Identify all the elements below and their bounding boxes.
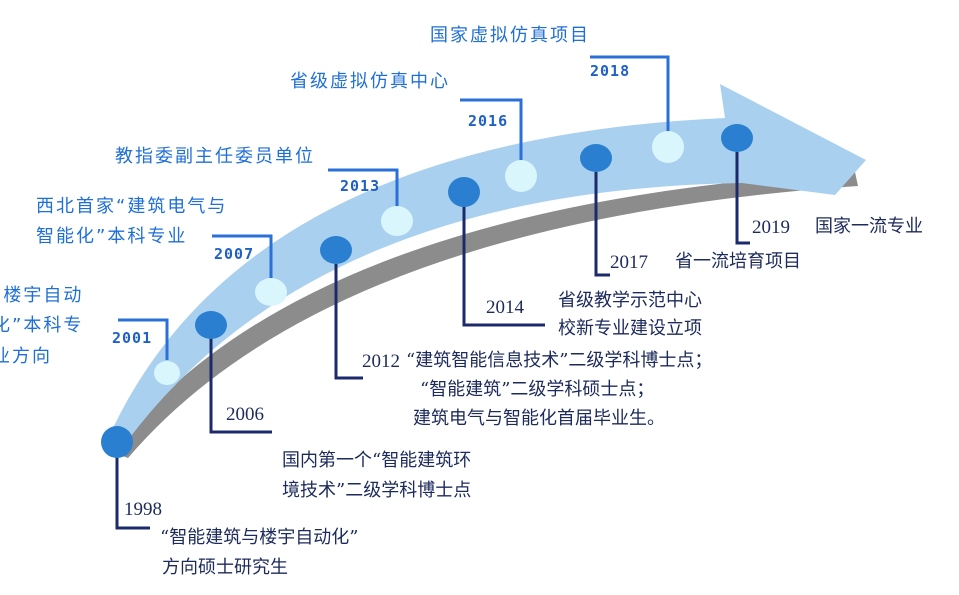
year-1998: 1998 <box>124 499 162 520</box>
connector-2016 <box>460 98 523 162</box>
connector-2012 <box>334 264 363 380</box>
connector-1998 <box>115 456 150 530</box>
year-2013: 2013 <box>340 177 381 195</box>
milestone-2018-line-1: 国家虚拟仿真项目 <box>430 25 590 46</box>
year-2018: 2018 <box>590 62 631 80</box>
connector-2017 <box>594 172 610 277</box>
milestone-2016-line-1: 省级虚拟仿真中心 <box>290 71 450 92</box>
year-2016: 2016 <box>468 112 509 130</box>
dot-2018 <box>652 131 684 163</box>
milestone-2012-line-3: 建筑电气与智能化首届毕业生。 <box>413 408 665 429</box>
milestone-1998-line-2: 方向硕士研究生 <box>162 557 288 578</box>
dot-1998 <box>101 426 133 458</box>
milestone-2001-line-2: 化”本科专 <box>0 315 84 336</box>
connector-2013 <box>328 168 399 207</box>
connector-2018 <box>590 55 670 133</box>
dot-2013 <box>381 206 413 236</box>
milestone-2006-line-2: 境技术”二级学科博士点 <box>282 480 472 501</box>
milestone-2001-line-1: “楼宇自动 <box>0 285 84 306</box>
milestone-2007-line-2: 智能化”本科专业 <box>36 226 188 247</box>
milestone-2013-line-1: 教指委副主任委员单位 <box>115 146 315 167</box>
year-2006: 2006 <box>226 404 264 425</box>
year-2014: 2014 <box>486 297 524 318</box>
year-2017: 2017 <box>610 252 648 273</box>
milestone-2007-line-1: 西北首家“建筑电气与 <box>36 196 228 217</box>
milestone-1998-line-1: “智能建筑与楼宇自动化” <box>160 527 359 548</box>
milestone-2012-line-1: “建筑智能信息技术”二级学科博士点； <box>406 350 713 371</box>
year-2019: 2019 <box>752 217 790 238</box>
dot-2017 <box>580 144 612 172</box>
milestone-2001-line-3: 业方向 <box>0 346 52 367</box>
year-2007: 2007 <box>214 245 255 263</box>
milestone-2014-line-2: 校新专业建设立项 <box>558 318 702 339</box>
dot-2016 <box>505 160 537 192</box>
milestone-2017-line-1: 省一流培育项目 <box>675 251 801 272</box>
timeline-arrow <box>112 84 866 448</box>
milestone-2014-line-1: 省级教学示范中心 <box>558 290 702 311</box>
dot-2012 <box>320 236 352 264</box>
connector-2001 <box>118 318 169 360</box>
connector-2019 <box>735 152 750 245</box>
dot-2001 <box>154 361 180 385</box>
dot-2019 <box>721 124 753 152</box>
dot-2007 <box>255 278 287 306</box>
milestone-2012-line-2: “智能建筑”二级学科硕士点； <box>420 379 655 400</box>
dot-2014 <box>448 177 480 207</box>
connector-2014 <box>462 206 545 327</box>
milestone-2006-line-1: 国内第一个“智能建筑环 <box>282 450 472 471</box>
connector-2006 <box>209 338 272 434</box>
connector-2007 <box>212 234 273 278</box>
milestone-2019-line-1: 国家一流专业 <box>815 216 923 237</box>
year-2012: 2012 <box>362 351 400 372</box>
year-2001: 2001 <box>112 329 153 347</box>
arrow-shadow <box>112 172 858 458</box>
dot-2006 <box>195 311 227 339</box>
